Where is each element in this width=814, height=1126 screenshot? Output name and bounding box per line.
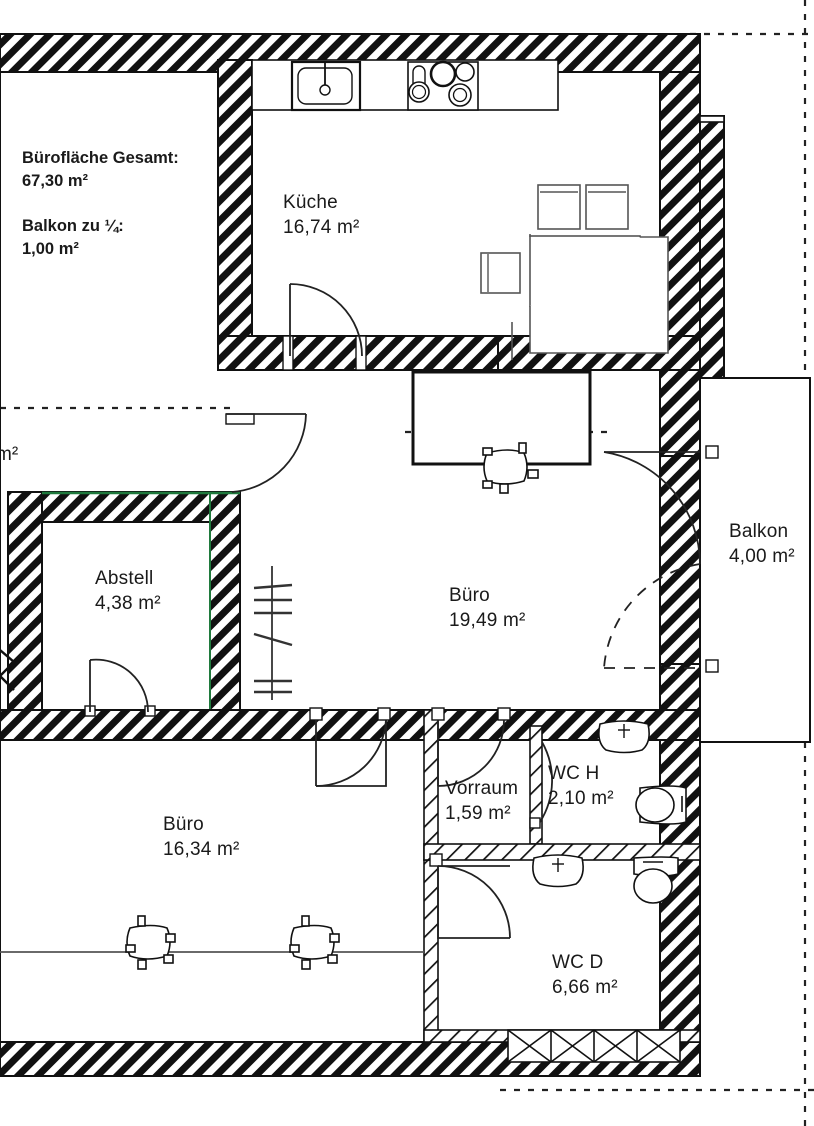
- room-label-buero-unten: Büro 16,34 m²: [163, 812, 240, 862]
- room-area-buero-mitte: 19,49 m²: [449, 610, 526, 631]
- room-label-balkon: Balkon 4,00 m²: [729, 519, 795, 569]
- room-name-wc-d: WC D: [552, 952, 604, 973]
- office-chair-lower-2: [289, 915, 340, 970]
- room-area-wc-d: 6,66 m²: [552, 977, 618, 998]
- room-area-buero-unten: 16,34 m²: [163, 839, 240, 860]
- room-name-wc-h: WC H: [548, 763, 600, 784]
- room-area-balkon: 4,00 m²: [729, 546, 795, 567]
- left-wall-break: [0, 649, 16, 691]
- room-label-kueche: Küche 16,74 m²: [283, 190, 360, 240]
- cooktop-4-burner: [407, 60, 479, 111]
- door-wc-h: [529, 741, 553, 829]
- vertical-partition-walls: [423, 709, 701, 1043]
- toilet-wc-h: [635, 785, 687, 825]
- kitchen-counter: [251, 59, 559, 112]
- door-kueche: [282, 283, 367, 371]
- bath-fixtures: [532, 720, 687, 904]
- door-abstell-upper: [225, 413, 307, 493]
- room-label-wc-d: WC D 6,66 m²: [552, 950, 618, 1000]
- doors: [84, 283, 719, 939]
- kitchen-sink: [290, 60, 362, 112]
- room-name-buero-mitte: Büro: [449, 585, 490, 606]
- room-name-buero-unten: Büro: [163, 814, 204, 835]
- room-label-abstell: Abstell 4,38 m²: [95, 566, 161, 616]
- room-area-kueche: 16,74 m²: [283, 217, 360, 238]
- living-furniture: [480, 184, 669, 360]
- room-area-wc-h: 2,10 m²: [548, 788, 614, 809]
- door-vorraum: [431, 707, 511, 787]
- room-name-vorraum: Vorraum: [445, 778, 519, 799]
- room-label-buero-mitte: Büro 19,49 m²: [449, 583, 526, 633]
- room-area-vorraum: 1,59 m²: [445, 803, 511, 824]
- window-openings: [699, 115, 725, 123]
- balcony-quarter-value: 1,00 m²: [22, 240, 79, 258]
- toilet-wc-d: [633, 856, 679, 904]
- sofa: [529, 234, 669, 354]
- washbasin-wc-d: [532, 854, 584, 888]
- armchair-left: [537, 184, 581, 230]
- total-area-label: Bürofläche Gesamt:: [22, 149, 179, 167]
- duct-shaft: [507, 1029, 681, 1063]
- door-abstell-lower: [84, 658, 156, 717]
- door-wc-d: [429, 853, 511, 939]
- door-balcony: [603, 445, 719, 673]
- washbasin-wc-h: [598, 720, 650, 754]
- total-area-value: 67,30 m²: [22, 172, 89, 190]
- room-name-abstell: Abstell: [95, 568, 154, 589]
- clipped-area-fragment: m²: [0, 444, 19, 465]
- desk-lower-group: [0, 915, 424, 970]
- abstell-walls: [7, 491, 241, 713]
- room-name-balkon: Balkon: [729, 521, 789, 542]
- room-label-wc-h: WC H 2,10 m²: [548, 761, 614, 811]
- door-buero-lower: [309, 707, 391, 787]
- balcony-quarter-label: Balkon zu ¼:: [22, 217, 124, 235]
- ladder-symbol: [253, 566, 293, 700]
- balcony-outline: [699, 116, 811, 743]
- desk-center-group: [411, 370, 592, 494]
- side-chair: [480, 252, 521, 294]
- armchair-right: [585, 184, 629, 230]
- corridor-wall: [0, 709, 701, 741]
- office-chair-lower-1: [125, 915, 176, 970]
- room-label-vorraum: Vorraum 1,59 m²: [445, 776, 518, 826]
- office-chair-center: [482, 442, 539, 494]
- room-area-abstell: 4,38 m²: [95, 593, 161, 614]
- room-name-kueche: Küche: [283, 192, 338, 213]
